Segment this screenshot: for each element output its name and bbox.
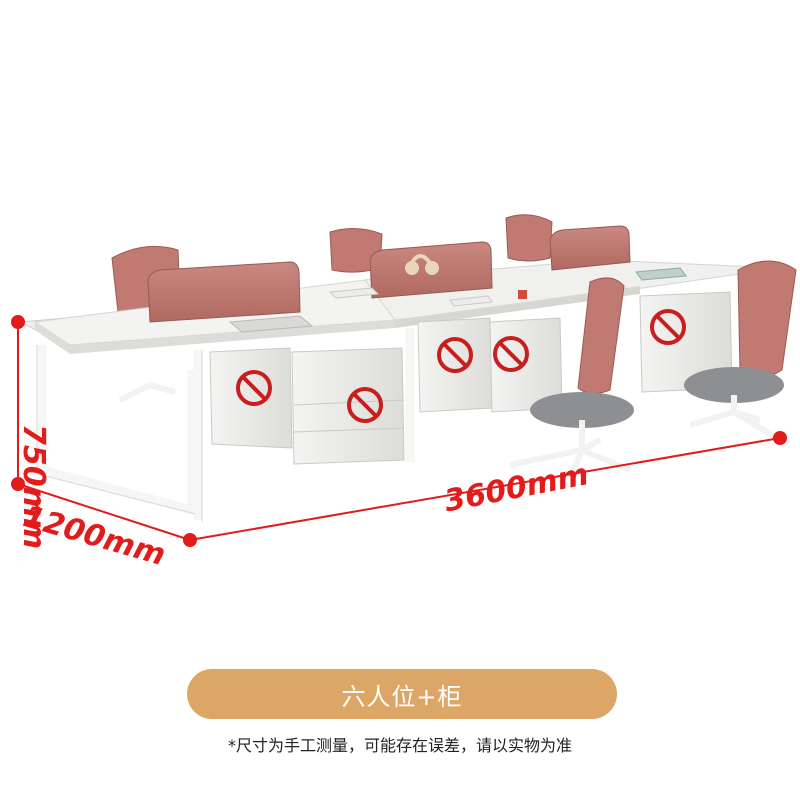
no-symbol-icon (493, 336, 529, 372)
product-title: 六人位+柜 (341, 682, 463, 711)
dimension-lines (11, 315, 787, 547)
front-chairs (118, 260, 797, 480)
no-symbol-icon (236, 370, 272, 406)
no-symbol-icons (236, 309, 686, 423)
height-dimension-label: 750mm (16, 424, 51, 550)
headphones (405, 254, 439, 275)
desk-items (228, 267, 687, 333)
no-symbol-icon (650, 309, 686, 345)
no-symbol-icon (437, 337, 473, 373)
back-chairs (111, 214, 553, 316)
measurement-note: *尺寸为手工测量，可能存在误差，请以实物为准 (227, 736, 572, 755)
partitions (147, 225, 631, 323)
no-symbol-icon (347, 387, 383, 423)
desk-frame (37, 328, 415, 520)
product-title-pill: 六人位+柜 (187, 669, 617, 719)
